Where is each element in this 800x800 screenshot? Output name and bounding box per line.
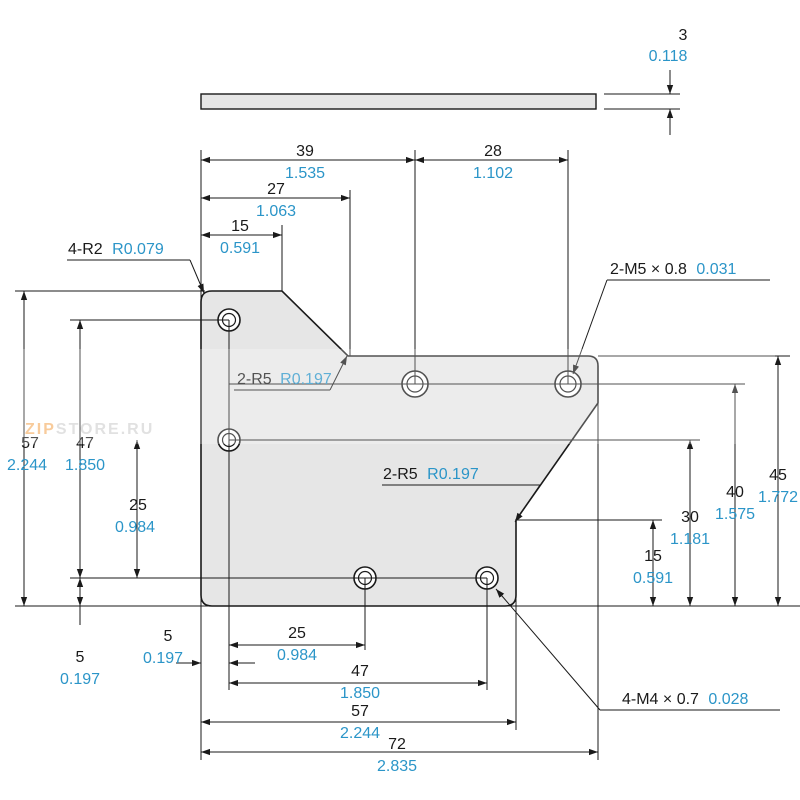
m4-thread-callout: 4-M4 × 0.7 0.028 — [622, 691, 749, 708]
left-5v-in: 0.197 — [60, 671, 100, 688]
top-28-mm: 28 — [484, 143, 502, 160]
left-57-mm: 57 — [21, 435, 39, 452]
left-57-in: 2.244 — [7, 457, 47, 474]
right-30-mm: 30 — [681, 509, 699, 526]
left-5h-in: 0.197 — [143, 650, 183, 667]
thickness-in: 0.118 — [649, 48, 688, 65]
side-view-plate — [200, 93, 597, 110]
right-15-in: 0.591 — [633, 570, 673, 587]
bottom-72-mm: 72 — [388, 736, 406, 753]
bottom-25-mm: 25 — [288, 625, 306, 642]
left-47-in: 1.850 — [65, 457, 105, 474]
right-30-in: 1.181 — [670, 531, 710, 548]
right-15-mm: 15 — [644, 548, 662, 565]
top-27-in: 1.063 — [256, 203, 296, 220]
bottom-47-mm: 47 — [351, 663, 369, 680]
left-5v-mm: 5 — [76, 649, 85, 666]
watermark-gray-text: STORE.RU — [56, 421, 154, 438]
right-45-in: 1.772 — [758, 489, 798, 506]
watermark: ZIPSTORE.RU — [15, 349, 775, 444]
bottom-57-in: 2.244 — [340, 725, 380, 742]
right-40-mm: 40 — [726, 484, 744, 501]
top-15-in: 0.591 — [220, 240, 260, 257]
r5-top-callout: 2-R5 R0.197 — [237, 371, 332, 388]
bottom-72-in: 2.835 — [377, 758, 417, 775]
left-25-mm: 25 — [129, 497, 147, 514]
plate-outline — [200, 290, 599, 607]
m5-thread-callout: 2-M5 × 0.8 0.031 — [610, 261, 737, 278]
svg-text:ZIPSTORE.RU: ZIPSTORE.RU — [25, 421, 154, 438]
left-47-mm: 47 — [76, 435, 94, 452]
right-40-in: 1.575 — [715, 506, 755, 523]
watermark-orange-text: ZIP — [25, 421, 56, 438]
top-39-mm: 39 — [296, 143, 314, 160]
top-39-in: 1.535 — [285, 165, 325, 182]
top-27-mm: 27 — [267, 181, 285, 198]
top-15-mm: 15 — [231, 218, 249, 235]
bottom-47-in: 1.850 — [340, 685, 380, 702]
thickness-mm: 3 — [679, 27, 688, 44]
left-5h-mm: 5 — [164, 628, 173, 645]
corner-radius-callout: 4-R2 R0.079 — [68, 241, 164, 258]
right-45-mm: 45 — [769, 467, 787, 484]
left-25-in: 0.984 — [115, 519, 155, 536]
bottom-57-mm: 57 — [351, 703, 369, 720]
bottom-25-in: 0.984 — [277, 647, 317, 664]
r5-side-callout: 2-R5 R0.197 — [383, 466, 479, 483]
top-28-in: 1.102 — [473, 165, 513, 182]
